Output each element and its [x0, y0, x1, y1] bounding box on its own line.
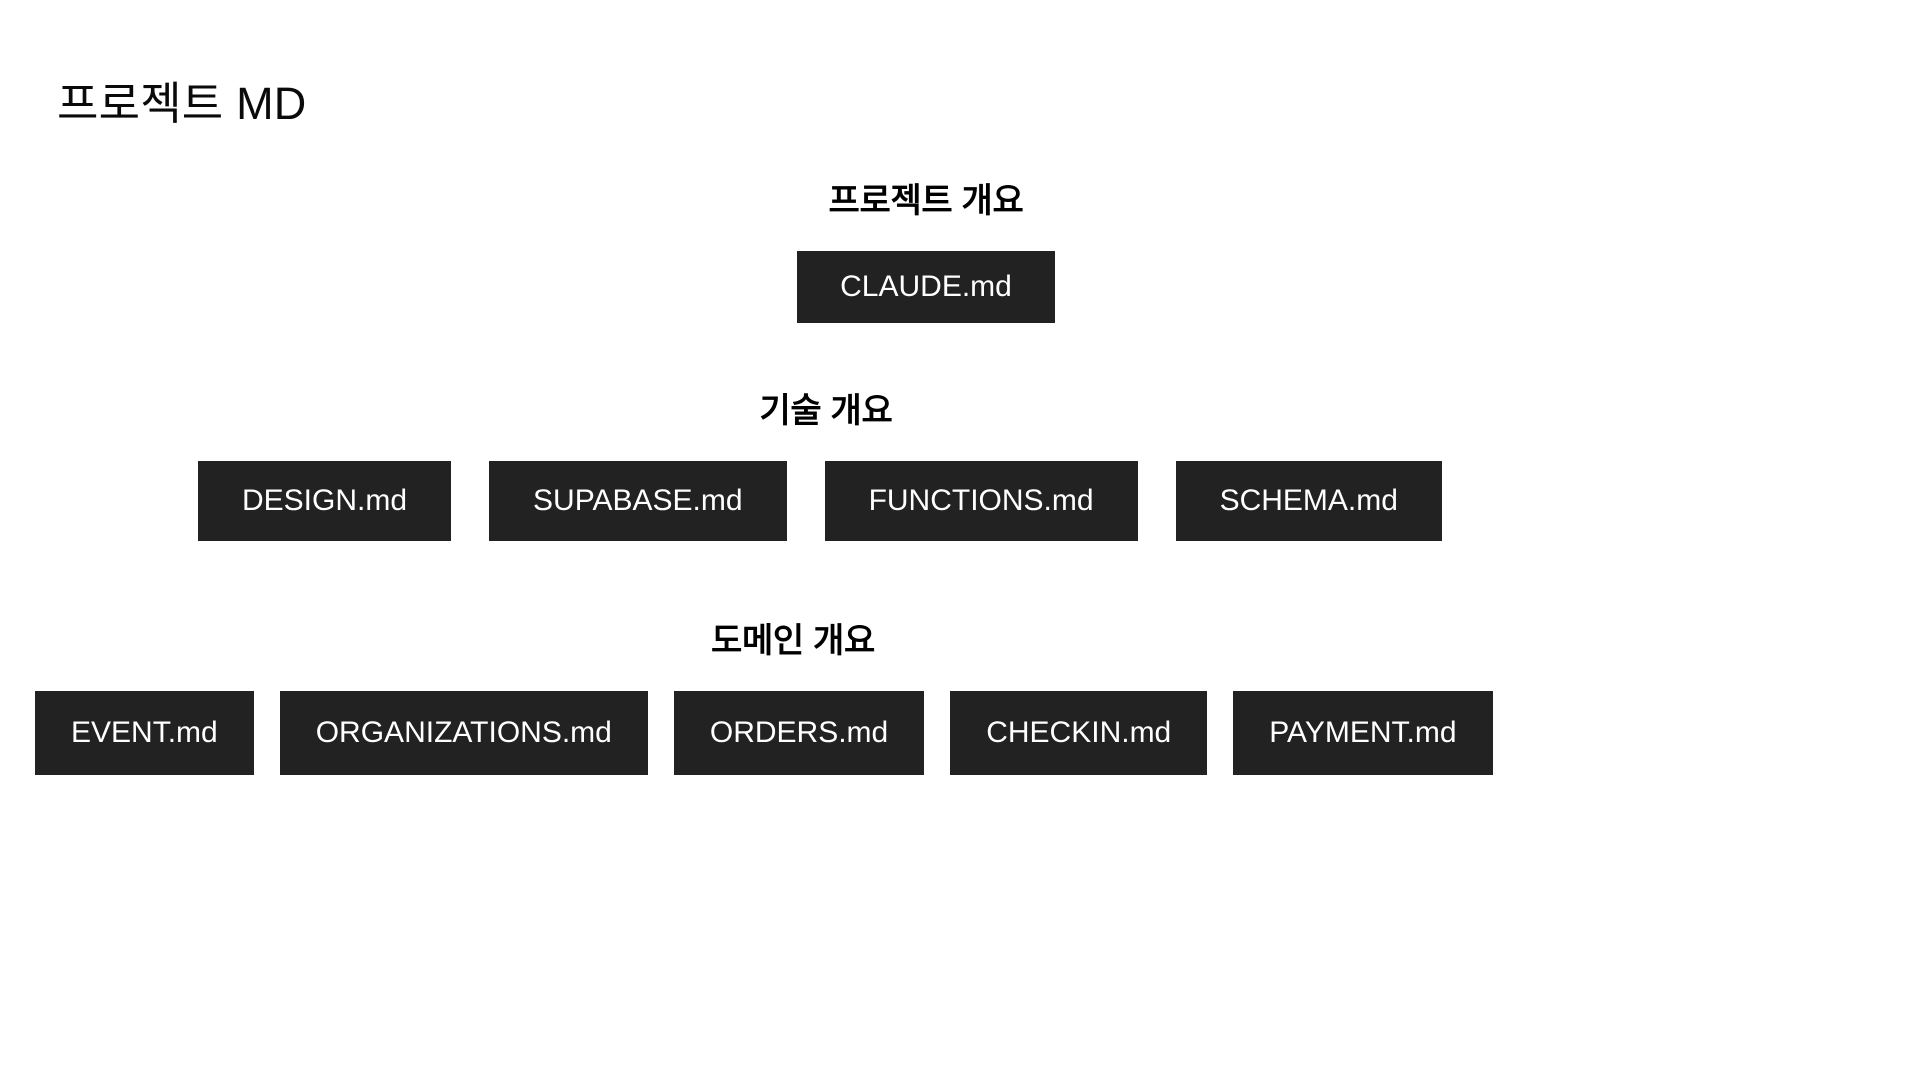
file-box-organizations[interactable]: ORGANIZATIONS.md — [279, 690, 648, 775]
file-box-checkin[interactable]: CHECKIN.md — [950, 690, 1208, 775]
section-header-technical-overview: 기술 개요 — [759, 392, 893, 430]
page-title: 프로젝트 MD — [57, 78, 307, 129]
file-row-project-overview: CLAUDE.md — [0, 250, 1886, 323]
section-header-domain-overview: 도메인 개요 — [710, 622, 876, 660]
section-project-overview: 프로젝트 개요 CLAUDE.md — [0, 180, 1920, 323]
file-box-claude[interactable]: CLAUDE.md — [797, 250, 1055, 323]
file-box-functions[interactable]: FUNCTIONS.md — [824, 460, 1138, 541]
file-box-payment[interactable]: PAYMENT.md — [1233, 690, 1493, 775]
file-box-orders[interactable]: ORDERS.md — [673, 690, 925, 775]
file-box-design[interactable]: DESIGN.md — [198, 460, 452, 541]
file-row-technical-overview: DESIGN.md SUPABASE.md FUNCTIONS.md SCHEM… — [0, 460, 1920, 541]
file-box-supabase[interactable]: SUPABASE.md — [489, 460, 787, 541]
section-header-project-overview: 프로젝트 개요 — [828, 182, 1024, 220]
file-box-schema[interactable]: SCHEMA.md — [1175, 460, 1442, 541]
file-box-event[interactable]: EVENT.md — [35, 690, 254, 775]
section-technical-overview: 기술 개요 DESIGN.md SUPABASE.md FUNCTIONS.md… — [0, 390, 1920, 541]
file-row-domain-overview: EVENT.md ORGANIZATIONS.md ORDERS.md CHEC… — [0, 690, 1920, 775]
section-domain-overview: 도메인 개요 EVENT.md ORGANIZATIONS.md ORDERS.… — [0, 620, 1920, 775]
